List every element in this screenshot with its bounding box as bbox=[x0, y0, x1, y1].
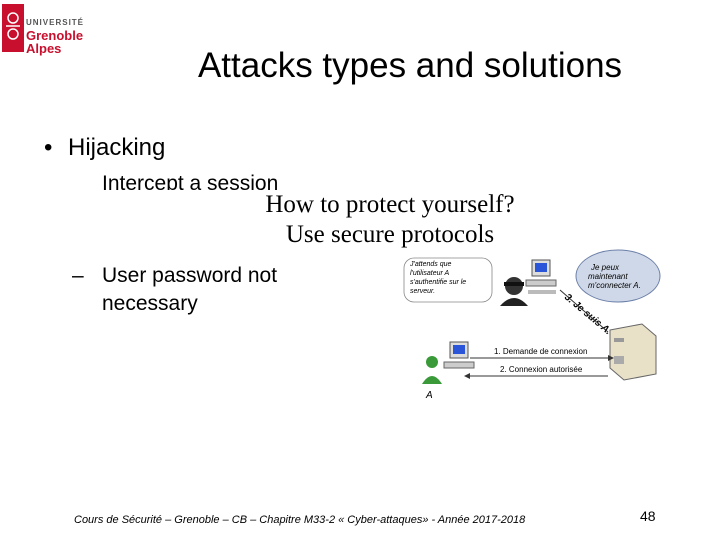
step2-label: 2. Connexion autorisée bbox=[500, 365, 583, 374]
user-a-icon bbox=[422, 356, 442, 384]
bullet-dash-icon: – bbox=[72, 264, 84, 287]
logo-mark-icon bbox=[2, 4, 24, 52]
bullet-intercept-session: Intercept a session bbox=[102, 172, 279, 190]
protection-popup: How to protect yourself? Use secure prot… bbox=[190, 190, 590, 250]
popup-line1: How to protect yourself? bbox=[265, 191, 515, 218]
user-computer-icon bbox=[443, 341, 475, 369]
server-bubble-line2: maintenant bbox=[588, 272, 628, 281]
attacker-bubble-line1: J'attends que bbox=[409, 261, 452, 268]
attacker-icon bbox=[500, 277, 528, 306]
server-icon bbox=[609, 323, 657, 381]
bullet-password: –User password not necessary bbox=[72, 262, 277, 318]
bullet-hijacking: • Hijacking bbox=[44, 134, 165, 162]
user-a-label: A bbox=[425, 390, 433, 401]
university-logo: UNIVERSITÉ Grenoble Alpes bbox=[2, 2, 102, 58]
slide-footer: Cours de Sécurité – Grenoble – CB – Chap… bbox=[74, 514, 526, 526]
attacker-thought-bubble bbox=[403, 257, 493, 303]
attacker-bubble-line3: s'authentifie sur le bbox=[410, 279, 466, 286]
bullet-dot-icon: • bbox=[44, 134, 53, 161]
logo-text: UNIVERSITÉ Grenoble Alpes bbox=[26, 16, 84, 55]
attacker-computer-icon bbox=[525, 259, 557, 294]
slide-title: Attacks types and solutions bbox=[197, 46, 623, 85]
logo-line3: Alpes bbox=[26, 41, 62, 56]
logo-line2: Grenoble bbox=[26, 28, 84, 43]
bullet-hijacking-text: Hijacking bbox=[68, 134, 166, 161]
step1-label: 1. Demande de connexion bbox=[494, 347, 587, 356]
attacker-bubble-line4: serveur. bbox=[410, 288, 435, 295]
server-bubble-line3: m'connecter A. bbox=[588, 281, 641, 290]
popup-line2: Use secure protocols bbox=[285, 221, 495, 248]
bullet-password-text: User password not bbox=[102, 264, 278, 287]
svg-text:Je peux maintenant m'c: Je peux maintenant m'connecter A. bbox=[588, 263, 641, 290]
page-number: 48 bbox=[640, 508, 656, 524]
server-bubble-line1: Je peux bbox=[590, 263, 620, 272]
attacker-bubble-line2: l'utilisateur A bbox=[410, 270, 450, 277]
server-thought-bubble bbox=[575, 249, 661, 303]
hijacking-diagram: J'attends que l'utilisateur A s'authenti… bbox=[403, 249, 661, 401]
bullet-password-cont: necessary bbox=[102, 292, 198, 315]
svg-text:J'attends que l'utilisateu: J'attends que l'utilisateur A s'authenti… bbox=[409, 261, 468, 295]
logo-line1: UNIVERSITÉ bbox=[26, 18, 85, 27]
